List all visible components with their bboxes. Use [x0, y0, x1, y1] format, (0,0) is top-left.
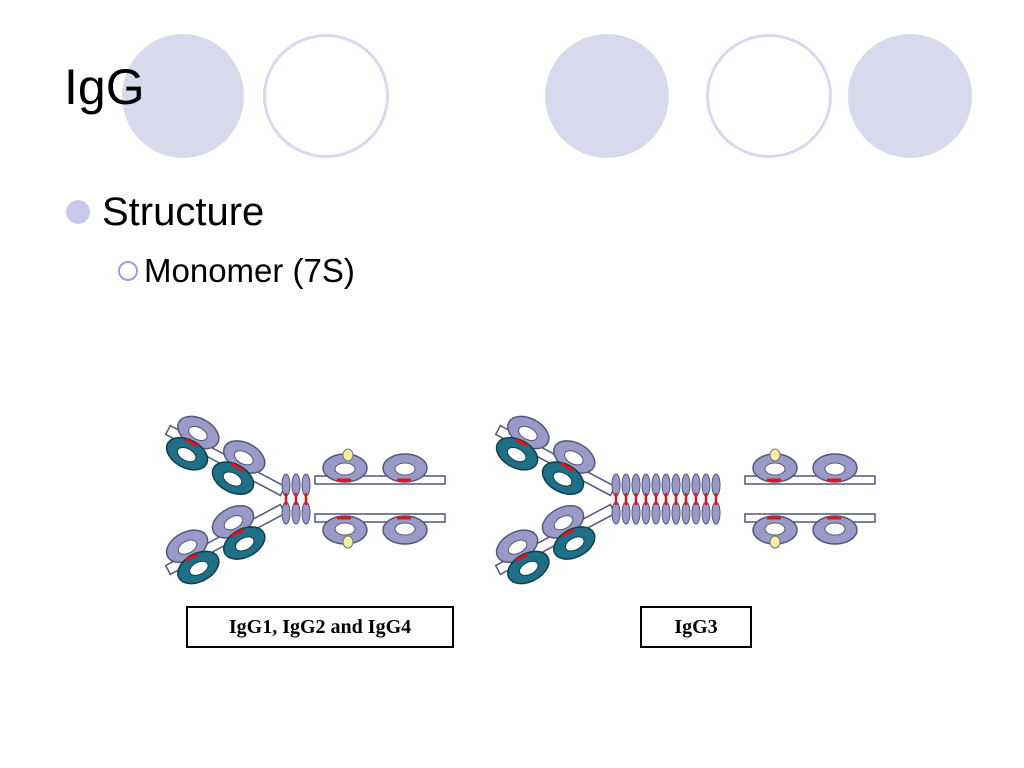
- decor-ring: [263, 34, 389, 158]
- hinge-segment: [631, 501, 641, 525]
- fab-arm-upper: [156, 407, 295, 514]
- decor-circle: [848, 34, 972, 158]
- fc-heavy-upper: [745, 454, 875, 484]
- hinge-segment: [681, 473, 691, 497]
- carbohydrate-icon: [769, 535, 781, 549]
- fc-heavy-upper: [315, 454, 445, 484]
- bullet-text: Structure: [102, 190, 265, 234]
- bullet-ring-icon: [118, 260, 138, 281]
- hinge-segment: [711, 473, 721, 497]
- fc-heavy-lower: [745, 514, 875, 544]
- fab-arm-upper: [486, 407, 625, 514]
- bullet-dot-icon: [66, 200, 90, 224]
- hinge-segment: [671, 473, 681, 497]
- hinge-segment: [611, 473, 621, 497]
- hinge-segment: [661, 501, 671, 525]
- subbullet-text: Monomer (7S): [144, 252, 355, 289]
- carbohydrate-icon: [769, 448, 781, 462]
- hinge-segment: [641, 501, 651, 525]
- slide-title: IgG: [64, 59, 145, 115]
- hinge-segment: [691, 473, 701, 497]
- hinge-segment: [651, 473, 661, 497]
- hinge-segment: [701, 473, 711, 497]
- decor-ring: [706, 34, 832, 158]
- hinge-segment: [651, 501, 661, 525]
- hinge-region: [281, 473, 311, 525]
- subbullet-monomer: Monomer (7S): [118, 254, 355, 287]
- hinge-segment: [621, 473, 631, 497]
- carbohydrate-icon: [342, 535, 354, 549]
- decor-circle: [122, 34, 244, 158]
- hinge-segment: [621, 501, 631, 525]
- igg1-diagram: [156, 407, 445, 593]
- hinge-segment: [291, 473, 301, 497]
- hinge-segment: [681, 501, 691, 525]
- igg-structure-diagram: [150, 400, 880, 600]
- carbohydrate-icon: [342, 448, 354, 462]
- hinge-segment: [701, 501, 711, 525]
- fab-arm-lower: [486, 486, 625, 593]
- caption-igg3: IgG3: [640, 606, 752, 648]
- fab-arm-lower: [156, 486, 295, 593]
- hinge-segment: [301, 501, 311, 525]
- hinge-segment: [661, 473, 671, 497]
- hinge-region: [611, 473, 721, 525]
- hinge-segment: [281, 473, 291, 497]
- bullet-structure: Structure: [66, 192, 264, 232]
- hinge-segment: [611, 501, 621, 525]
- hinge-segment: [671, 501, 681, 525]
- caption-igg1-igg2-igg4: IgG1, IgG2 and IgG4: [186, 606, 454, 648]
- fc-heavy-lower: [315, 514, 445, 544]
- hinge-segment: [301, 473, 311, 497]
- hinge-segment: [711, 501, 721, 525]
- decor-circle: [545, 34, 669, 158]
- igg3-diagram: [486, 407, 875, 593]
- hinge-segment: [281, 501, 291, 525]
- hinge-segment: [291, 501, 301, 525]
- hinge-segment: [641, 473, 651, 497]
- hinge-segment: [631, 473, 641, 497]
- hinge-segment: [691, 501, 701, 525]
